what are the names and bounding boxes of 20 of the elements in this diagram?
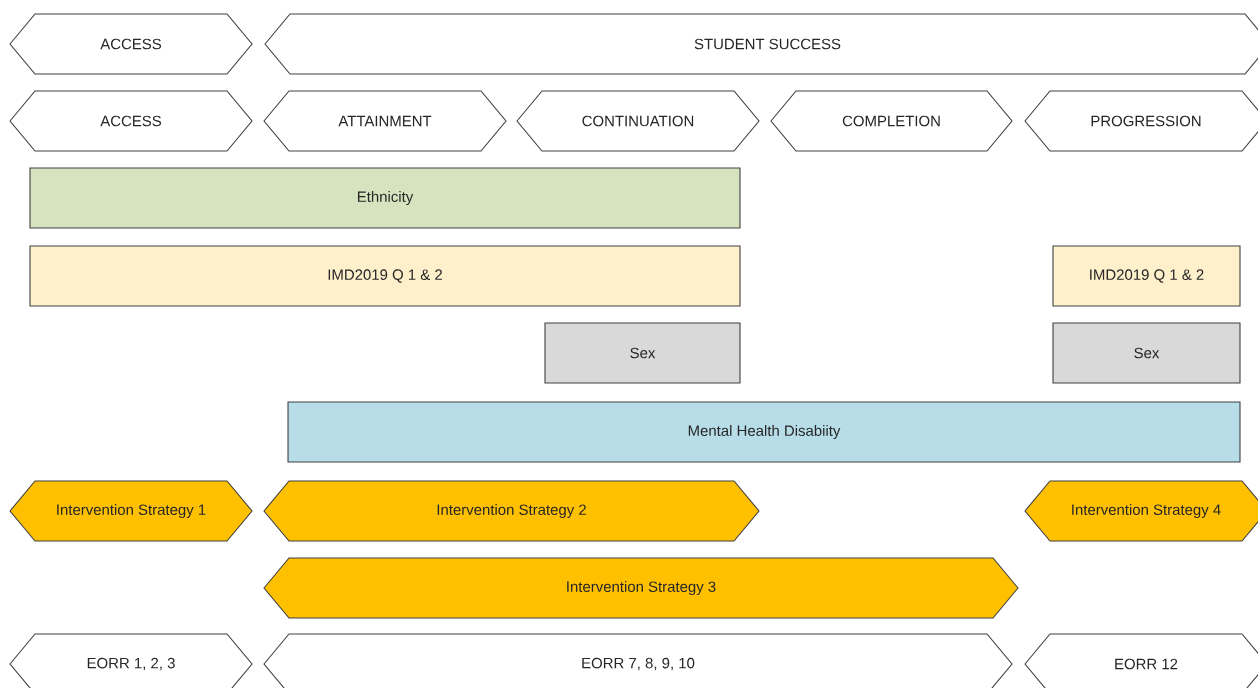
hexagon-box: Intervention Strategy 2	[263, 480, 760, 542]
hexagon-box: PROGRESSION	[1024, 90, 1258, 152]
hexagon-box: Intervention Strategy 1	[9, 480, 253, 542]
hexagon-box: COMPLETION	[770, 90, 1013, 152]
hexagon-box: EORR 12	[1024, 633, 1258, 688]
bar-box: Mental Health Disabiity	[287, 401, 1241, 463]
bar-box: IMD2019 Q 1 & 2	[1052, 245, 1241, 307]
hexagon-box: EORR 7, 8, 9, 10	[263, 633, 1013, 688]
bar-box: Sex	[544, 322, 741, 384]
bar-box: IMD2019 Q 1 & 2	[29, 245, 741, 307]
hexagon-box: Intervention Strategy 3	[263, 557, 1019, 619]
bar-box: Ethnicity	[29, 167, 741, 229]
hexagon-box: CONTINUATION	[516, 90, 760, 152]
hexagon-box: STUDENT SUCCESS	[264, 13, 1258, 75]
bar-box: Sex	[1052, 322, 1241, 384]
hexagon-box: EORR 1, 2, 3	[9, 633, 253, 688]
hexagon-box: ACCESS	[9, 90, 253, 152]
hexagon-box: Intervention Strategy 4	[1024, 480, 1258, 542]
hexagon-box: ATTAINMENT	[263, 90, 507, 152]
hexagon-box: ACCESS	[9, 13, 253, 75]
